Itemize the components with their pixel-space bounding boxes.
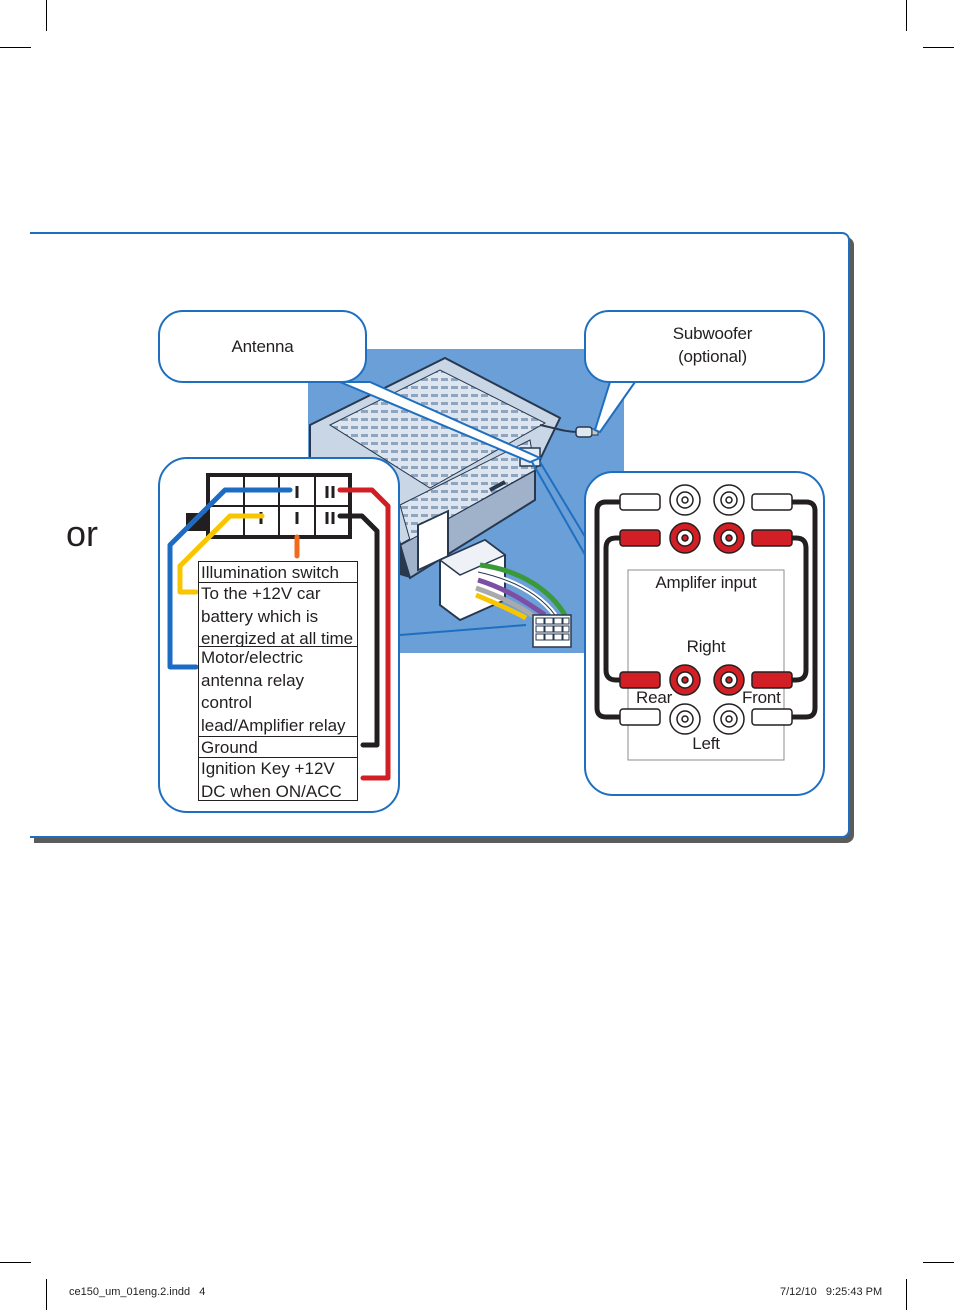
black-wire: [337, 513, 380, 748]
crop-mark: [46, 0, 47, 31]
amplifier-left-label: Left: [692, 734, 720, 753]
crop-mark: [923, 1262, 954, 1263]
iso-connector: [438, 538, 572, 648]
subwoofer-plug: [539, 424, 599, 438]
legend-battery-12v: To the +12V car battery which is energiz…: [198, 582, 358, 648]
antenna-label: Antenna: [231, 337, 294, 356]
crop-mark: [46, 1279, 47, 1310]
colored-wires: [167, 487, 391, 781]
crop-mark: [0, 1262, 31, 1263]
wiring-connector-block: [186, 473, 352, 539]
crop-mark: [923, 47, 954, 48]
or-label: or: [66, 513, 99, 554]
amplifier-input-title: Amplifer input: [655, 573, 757, 592]
amplifier-right-label: Right: [686, 637, 726, 656]
yellow-wire: [177, 513, 265, 595]
subwoofer-callout: [584, 310, 825, 383]
red-wire: [337, 487, 391, 781]
legend-antenna-relay: Motor/electric antenna relay control lea…: [198, 646, 358, 757]
rca-cables: [594, 499, 818, 720]
subwoofer-optional-label: (optional): [678, 347, 747, 366]
footer-datetime: 7/12/10 9:25:43 PM: [780, 1286, 883, 1298]
legend-ground: Ground: [198, 736, 358, 758]
amplifier-rear-label: Rear: [636, 688, 673, 707]
amplifier-front-label: Front: [742, 688, 781, 707]
crop-mark: [0, 47, 31, 48]
rca-jacks: [669, 484, 745, 735]
amplifier-input-box: [627, 569, 785, 761]
rca-plugs: [619, 493, 793, 726]
footer-filename: ce150_um_01eng.2.indd 4: [69, 1286, 206, 1298]
subwoofer-label: Subwoofer: [672, 324, 753, 343]
crop-mark: [906, 1279, 907, 1310]
legend-illumination-switch: Illumination switch: [198, 561, 358, 583]
blue-wire: [167, 487, 293, 670]
legend-ignition-key: Ignition Key +12V DC when ON/ACC: [198, 757, 358, 801]
crop-mark: [906, 0, 907, 31]
antenna-callout: [158, 310, 367, 383]
